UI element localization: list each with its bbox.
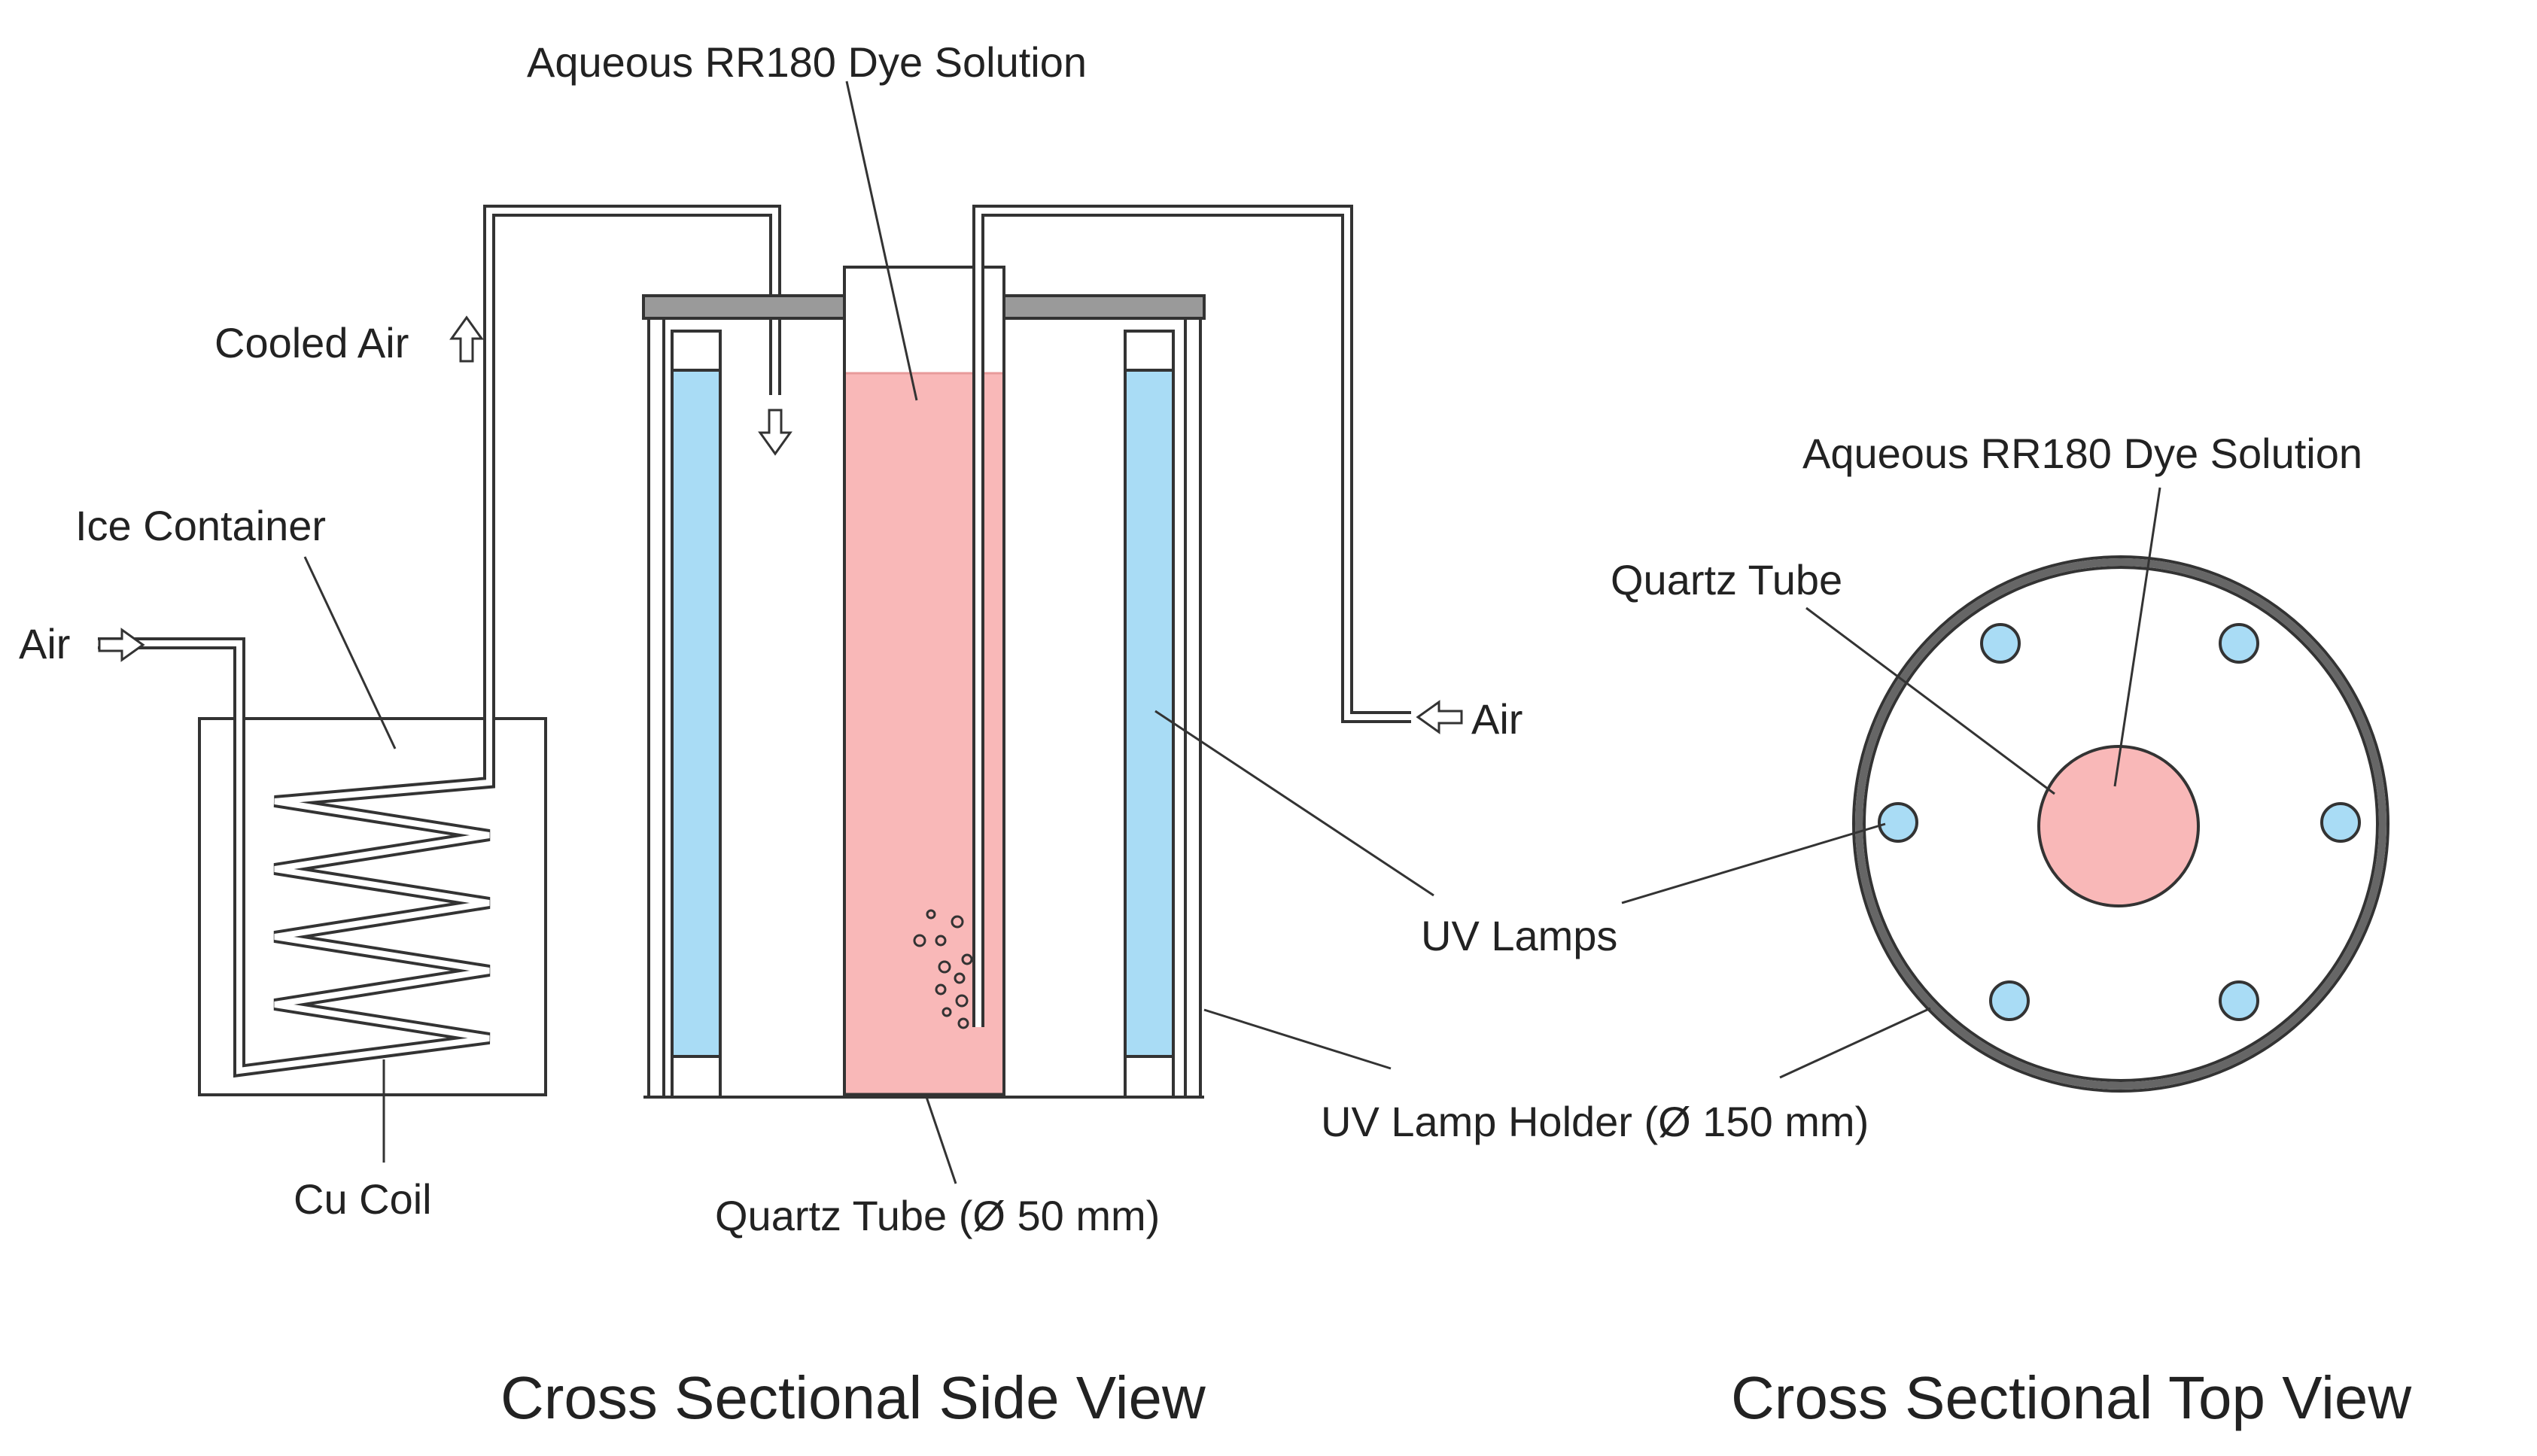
- air-bubbles: [913, 909, 973, 1029]
- label-air-right: Air: [1471, 695, 1523, 743]
- air-inlet-pipe: [972, 205, 1411, 1027]
- left-arrow-icon: [1416, 700, 1463, 734]
- label-uv-lamps: UV Lamps: [1421, 912, 1617, 959]
- label-ice-container: Ice Container: [75, 502, 326, 549]
- leader-lines: [303, 81, 2161, 1184]
- quartz-tube-top: [2037, 745, 2200, 907]
- uv-lamp-left: [671, 330, 722, 1099]
- uv-lamps-top: [1878, 623, 2361, 1021]
- cu-coil: [98, 205, 781, 1078]
- up-arrow-icon: [449, 315, 484, 363]
- label-quartz-tube-side: Quartz Tube (Ø 50 mm): [715, 1192, 1160, 1239]
- label-cu-coil: Cu Coil: [294, 1175, 432, 1223]
- label-air-in: Air: [19, 620, 70, 667]
- caption-side-view: Cross Sectional Side View: [500, 1364, 1206, 1431]
- label-dye-solution-side: Aqueous RR180 Dye Solution: [527, 38, 1087, 86]
- label-cooled-air: Cooled Air: [214, 319, 409, 366]
- right-arrow-icon: [98, 628, 145, 662]
- caption-top-view: Cross Sectional Top View: [1731, 1364, 2411, 1431]
- uv-lamp-right: [1124, 330, 1175, 1099]
- label-uv-lamp-holder: UV Lamp Holder (Ø 150 mm): [1321, 1098, 1869, 1145]
- label-dye-solution-top: Aqueous RR180 Dye Solution: [1802, 430, 2362, 477]
- label-quartz-tube-top: Quartz Tube: [1611, 556, 1842, 603]
- down-arrow-icon: [758, 409, 792, 456]
